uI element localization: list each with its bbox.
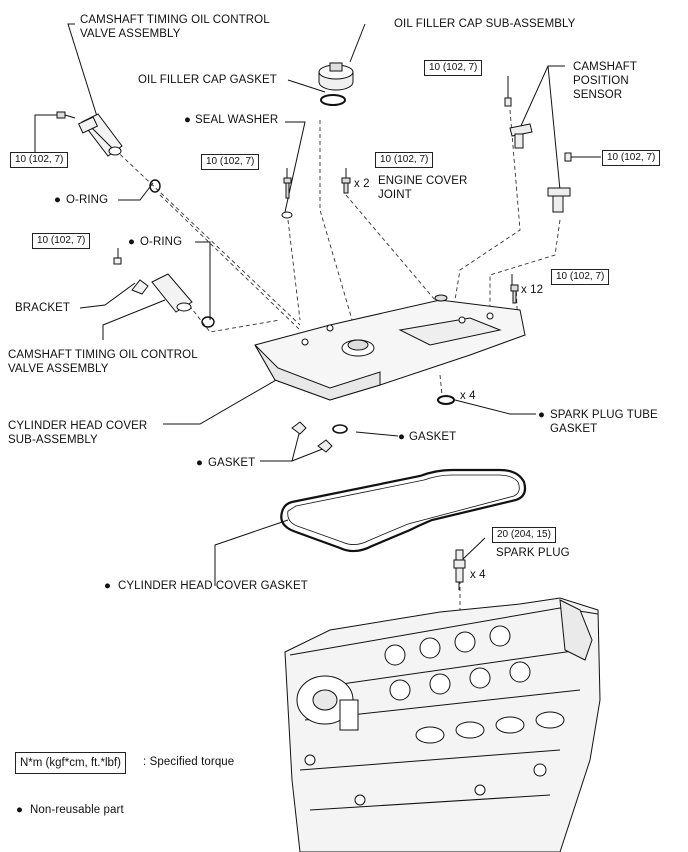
label-seal-washer: SEAL WASHER — [195, 114, 279, 126]
small-gaskets — [291, 421, 348, 453]
leader-tube-gasket — [454, 399, 536, 415]
leader-seal-washer — [284, 121, 306, 213]
bolt-seal-washer — [283, 177, 292, 199]
bolt-cover — [510, 284, 519, 304]
torque-spark-plug: 20 (204, 15) — [492, 527, 556, 543]
label-o-ring-2: O-RING — [140, 236, 183, 248]
label-spark-plug: SPARK PLUG — [496, 547, 570, 559]
camshaft-oil-control-valve-top — [77, 113, 123, 157]
bullet-head-cover-gasket: ● — [104, 580, 112, 592]
leader-head-cover-gasket — [214, 519, 289, 586]
label-cam-sensor-line2: POSITION — [573, 75, 629, 87]
legend-torque-unit: N*m (kgf*cm, ft.*lbf) — [15, 752, 126, 774]
multiplier-x4-tube: x 4 — [460, 390, 476, 402]
o-ring-1 — [149, 179, 161, 193]
leader-spark-plug — [461, 537, 486, 561]
bullet-o-ring-1: ● — [54, 194, 62, 206]
label-vvt-bottom-line1: CAMSHAFT TIMING OIL CONTROL — [8, 349, 198, 361]
torque-engine-cover-joint: 10 (102, 7) — [375, 152, 434, 168]
oil-filler-cap-gasket-shape — [320, 94, 346, 106]
label-engine-cover-joint-line2: JOINT — [378, 189, 412, 201]
leader-cam-sensor-b — [547, 65, 561, 191]
cylinder-head-cover — [254, 294, 526, 401]
legend-torque-desc: : Specified torque — [143, 756, 235, 768]
spark-plug-shape — [453, 549, 466, 590]
label-tube-gasket-line2: GASKET — [550, 423, 598, 435]
label-head-cover-line1: CYLINDER HEAD COVER — [8, 420, 148, 432]
label-cam-sensor-line1: CAMSHAFT — [573, 61, 638, 73]
bullet-seal-washer: ● — [184, 114, 192, 126]
legend-bullet: ● — [16, 804, 24, 816]
leader-cam-sensor-a — [519, 65, 565, 129]
legend-nonreusable: Non-reusable part — [30, 804, 124, 816]
leader-gasket-left-a — [260, 429, 301, 462]
bullet-tube-gasket: ● — [538, 409, 546, 421]
torque-seal-washer-bolt: 10 (102, 7) — [201, 154, 260, 170]
label-head-cover-gasket: CYLINDER HEAD COVER GASKET — [118, 580, 308, 592]
leader-oil-cap — [349, 23, 366, 63]
torque-cam-sensor-upper: 10 (102, 7) — [424, 60, 483, 76]
camshaft-position-sensor-lower — [547, 152, 572, 213]
label-bracket: BRACKET — [15, 302, 71, 314]
leader-oring-2 — [195, 241, 211, 320]
torque-vvt-bottom: 10 (102, 7) — [32, 233, 91, 249]
cylinder-head-cover-gasket-shape — [280, 468, 527, 553]
bullet-gasket-left: ● — [196, 457, 204, 469]
spark-plug-tube-gasket-shape — [437, 395, 455, 405]
label-oil-filler-cap: OIL FILLER CAP SUB-ASSEMBLY — [394, 18, 576, 30]
torque-vvt-top: 10 (102, 7) — [10, 152, 69, 168]
label-tube-gasket-line1: SPARK PLUG TUBE — [550, 409, 658, 421]
multiplier-x12: x 12 — [521, 284, 544, 296]
label-head-cover-line2: SUB-ASSEMBLY — [8, 434, 98, 446]
o-ring-2 — [201, 316, 215, 328]
label-vvt-top-line2: VALVE ASSEMBLY — [80, 28, 181, 40]
leader-vvt-top — [67, 23, 101, 127]
leader-gasket-right — [355, 431, 399, 437]
label-o-ring-1: O-RING — [66, 194, 109, 206]
leader-oil-cap-gasket — [287, 79, 326, 93]
multiplier-x4-plug: x 4 — [470, 569, 486, 581]
camshaft-position-sensor-upper — [504, 97, 533, 149]
bullet-o-ring-2: ● — [128, 236, 136, 248]
label-engine-cover-joint-line1: ENGINE COVER — [378, 175, 468, 187]
bolt-vvt-top — [56, 111, 76, 119]
engine-cylinder-head — [284, 597, 601, 852]
label-vvt-top-line1: CAMSHAFT TIMING OIL CONTROL — [80, 14, 270, 26]
label-oil-filler-cap-gasket: OIL FILLER CAP GASKET — [138, 74, 277, 86]
torque-cover-bolts: 10 (102, 7) — [551, 269, 610, 285]
label-cam-sensor-line3: SENSOR — [573, 89, 623, 101]
label-gasket-right: GASKET — [409, 431, 457, 443]
oil-filler-cap — [318, 62, 354, 91]
leader-head-cover — [163, 371, 291, 425]
leader-gasket-left-b — [291, 447, 326, 462]
seal-washer-shape — [281, 211, 293, 219]
label-vvt-bottom-line2: VALVE ASSEMBLY — [8, 363, 109, 375]
leader-vvt-bottom — [102, 299, 166, 340]
camshaft-oil-control-valve-bottom — [113, 257, 193, 313]
engine-cover-joint-shape — [341, 177, 351, 194]
leader-tq-vvt-top — [34, 114, 60, 153]
label-gasket-left: GASKET — [208, 457, 256, 469]
multiplier-x2: x 2 — [354, 178, 370, 190]
leader-bracket — [79, 282, 136, 309]
torque-cam-sensor-lower: 10 (102, 7) — [602, 150, 661, 166]
leader-oring-1 — [118, 182, 154, 201]
bullet-gasket-right: ● — [398, 431, 406, 443]
